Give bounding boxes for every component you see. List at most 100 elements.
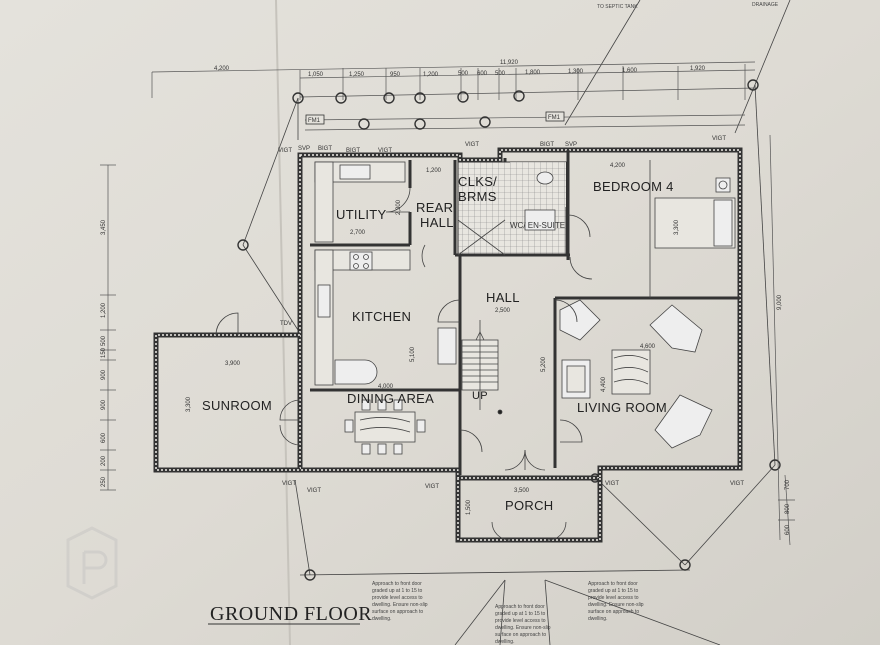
building-walls xyxy=(153,147,743,543)
dim-left: 150 xyxy=(101,347,107,358)
dim-rearhall-width: 1,200 xyxy=(426,168,442,174)
note-line: Approach to front door xyxy=(495,604,545,610)
label-clks-1: CLKS/ xyxy=(458,174,497,189)
vigt-label: VIGT xyxy=(307,488,321,494)
drainage-note: DRAINAGE xyxy=(752,2,779,8)
label-wc-ensuite: WC/ EN-SUITE xyxy=(510,221,565,230)
dim-living-width: 4,600 xyxy=(640,344,656,350)
vigt-label: VIGT xyxy=(605,481,619,487)
svp-label: SVP xyxy=(298,146,310,152)
kitchen-fittings xyxy=(314,161,457,386)
bigt-label: BIGT xyxy=(346,148,360,154)
note-line: provide level access to xyxy=(495,618,546,624)
dim-right: 800 xyxy=(785,503,791,514)
vigt-label: VIGT xyxy=(378,148,392,154)
dim-top-seg: 1,800 xyxy=(525,70,541,76)
tdv-label: TDV xyxy=(280,321,292,327)
dim-top-seg: 600 xyxy=(477,71,488,77)
dim-utility-width: 2,700 xyxy=(350,230,366,236)
note-line: surface on approach to xyxy=(495,632,546,638)
dim-top-seg: 500 xyxy=(458,71,469,77)
vigt-label: VIGT xyxy=(730,481,744,487)
dim-right: 9,000 xyxy=(777,294,783,310)
dim-bedroom-width: 4,200 xyxy=(610,163,626,169)
dim-porch-depth: 1,500 xyxy=(466,499,472,515)
vigt-label: VIGT xyxy=(282,481,296,487)
bedroom-bed xyxy=(649,160,736,298)
dim-kitchen-depth: 5,100 xyxy=(410,346,416,362)
dim-sunroom-depth: 3,300 xyxy=(186,396,192,412)
label-hall: HALL xyxy=(486,290,520,305)
dim-left: 900 xyxy=(101,369,107,380)
living-furniture xyxy=(559,299,713,449)
dim-living-depth: 4,400 xyxy=(601,376,607,392)
vigt-label: VIGT xyxy=(278,148,292,154)
label-porch: PORCH xyxy=(505,498,553,513)
dim-top-left: 4,200 xyxy=(214,66,230,72)
fm1-label: FM1 xyxy=(548,115,561,121)
dim-top-seg: 1,600 xyxy=(622,68,638,74)
label-kitchen: KITCHEN xyxy=(352,309,411,324)
note-line: Approach to front door xyxy=(588,581,638,587)
note-line: dwelling. Ensure non-slip xyxy=(495,625,551,631)
note-line: surface on approach to xyxy=(372,609,423,615)
label-living-room: LIVING ROOM xyxy=(577,400,667,415)
approach-notes: Approach to front door graded up at 1 to… xyxy=(372,581,644,645)
dim-top-seg: 950 xyxy=(390,72,401,78)
dim-dining-width: 4,000 xyxy=(378,384,394,390)
dim-bedroom-depth: 3,300 xyxy=(674,219,680,235)
dim-top-seg: 1,300 xyxy=(568,69,584,75)
left-dimension-texts: 3,450 1,200 500 150 900 900 600 200 250 xyxy=(101,219,107,487)
dim-right: 600 xyxy=(785,524,791,535)
dim-left: 250 xyxy=(101,476,107,487)
door-swings xyxy=(215,187,593,541)
note-line: graded up at 1 to 15 to xyxy=(588,588,639,594)
room-labels: UTILITY REAR HALL CLKS/ BRMS WC/ EN-SUIT… xyxy=(202,174,673,513)
vigt-label: VIGT xyxy=(425,484,439,490)
left-dimension-lines xyxy=(100,164,116,491)
vigt-label: VIGT xyxy=(465,142,479,148)
dining-table xyxy=(344,399,426,455)
staircase xyxy=(461,320,503,415)
note-line: provide level access to xyxy=(588,595,639,601)
dim-top-seg: 1,250 xyxy=(349,72,365,78)
note-line: dwelling. xyxy=(372,616,391,622)
note-line: dwelling. xyxy=(495,639,514,645)
dim-top-seg: 500 xyxy=(495,71,506,77)
right-dimension-lines xyxy=(769,134,795,546)
label-utility: UTILITY xyxy=(336,207,387,222)
wall-labels: VIGT SVP BIGT BIGT VIGT VIGT BIGT SVP VI… xyxy=(278,136,744,494)
wc-fixtures xyxy=(457,171,556,256)
dim-sunroom-width: 3,900 xyxy=(225,361,241,367)
bigt-label: BIGT xyxy=(318,146,332,152)
dim-hall-depth: 5,200 xyxy=(541,356,547,372)
dim-left: 1,200 xyxy=(101,302,107,318)
label-dining-area: DINING AREA xyxy=(347,391,434,406)
dim-top-overall: 11,920 xyxy=(500,60,519,66)
top-dimension-lines xyxy=(151,61,756,131)
svp-label: SVP xyxy=(565,142,577,148)
note-line: graded up at 1 to 15 to xyxy=(372,588,423,594)
dim-hall-width: 2,500 xyxy=(495,308,511,314)
dim-left: 200 xyxy=(101,455,107,466)
label-stairs-up: UP xyxy=(472,390,488,402)
note-line: surface on approach to xyxy=(588,609,639,615)
dim-top-seg: 1,050 xyxy=(308,72,324,78)
note-line: dwelling. xyxy=(588,616,607,622)
note-line: dwelling. Ensure non-slip xyxy=(372,602,428,608)
fm1-labels: FM1 FM1 xyxy=(305,111,565,125)
note-line: provide level access to xyxy=(372,595,423,601)
drainage-lines xyxy=(242,0,791,645)
room-dimensions: 4,200 3,300 2,700 2,300 1,200 2,500 5,20… xyxy=(186,163,680,515)
septic-note: TO SEPTIC TANK xyxy=(597,4,638,10)
dim-left: 500 xyxy=(101,335,107,346)
dim-top-seg: 1,200 xyxy=(423,72,439,78)
dim-left: 600 xyxy=(101,432,107,443)
dim-utility-depth: 2,300 xyxy=(396,199,402,215)
bigt-label: BIGT xyxy=(540,142,554,148)
dim-left: 900 xyxy=(101,399,107,410)
plan-title: GROUND FLOOR xyxy=(210,603,372,625)
tiled-floor xyxy=(510,162,566,207)
